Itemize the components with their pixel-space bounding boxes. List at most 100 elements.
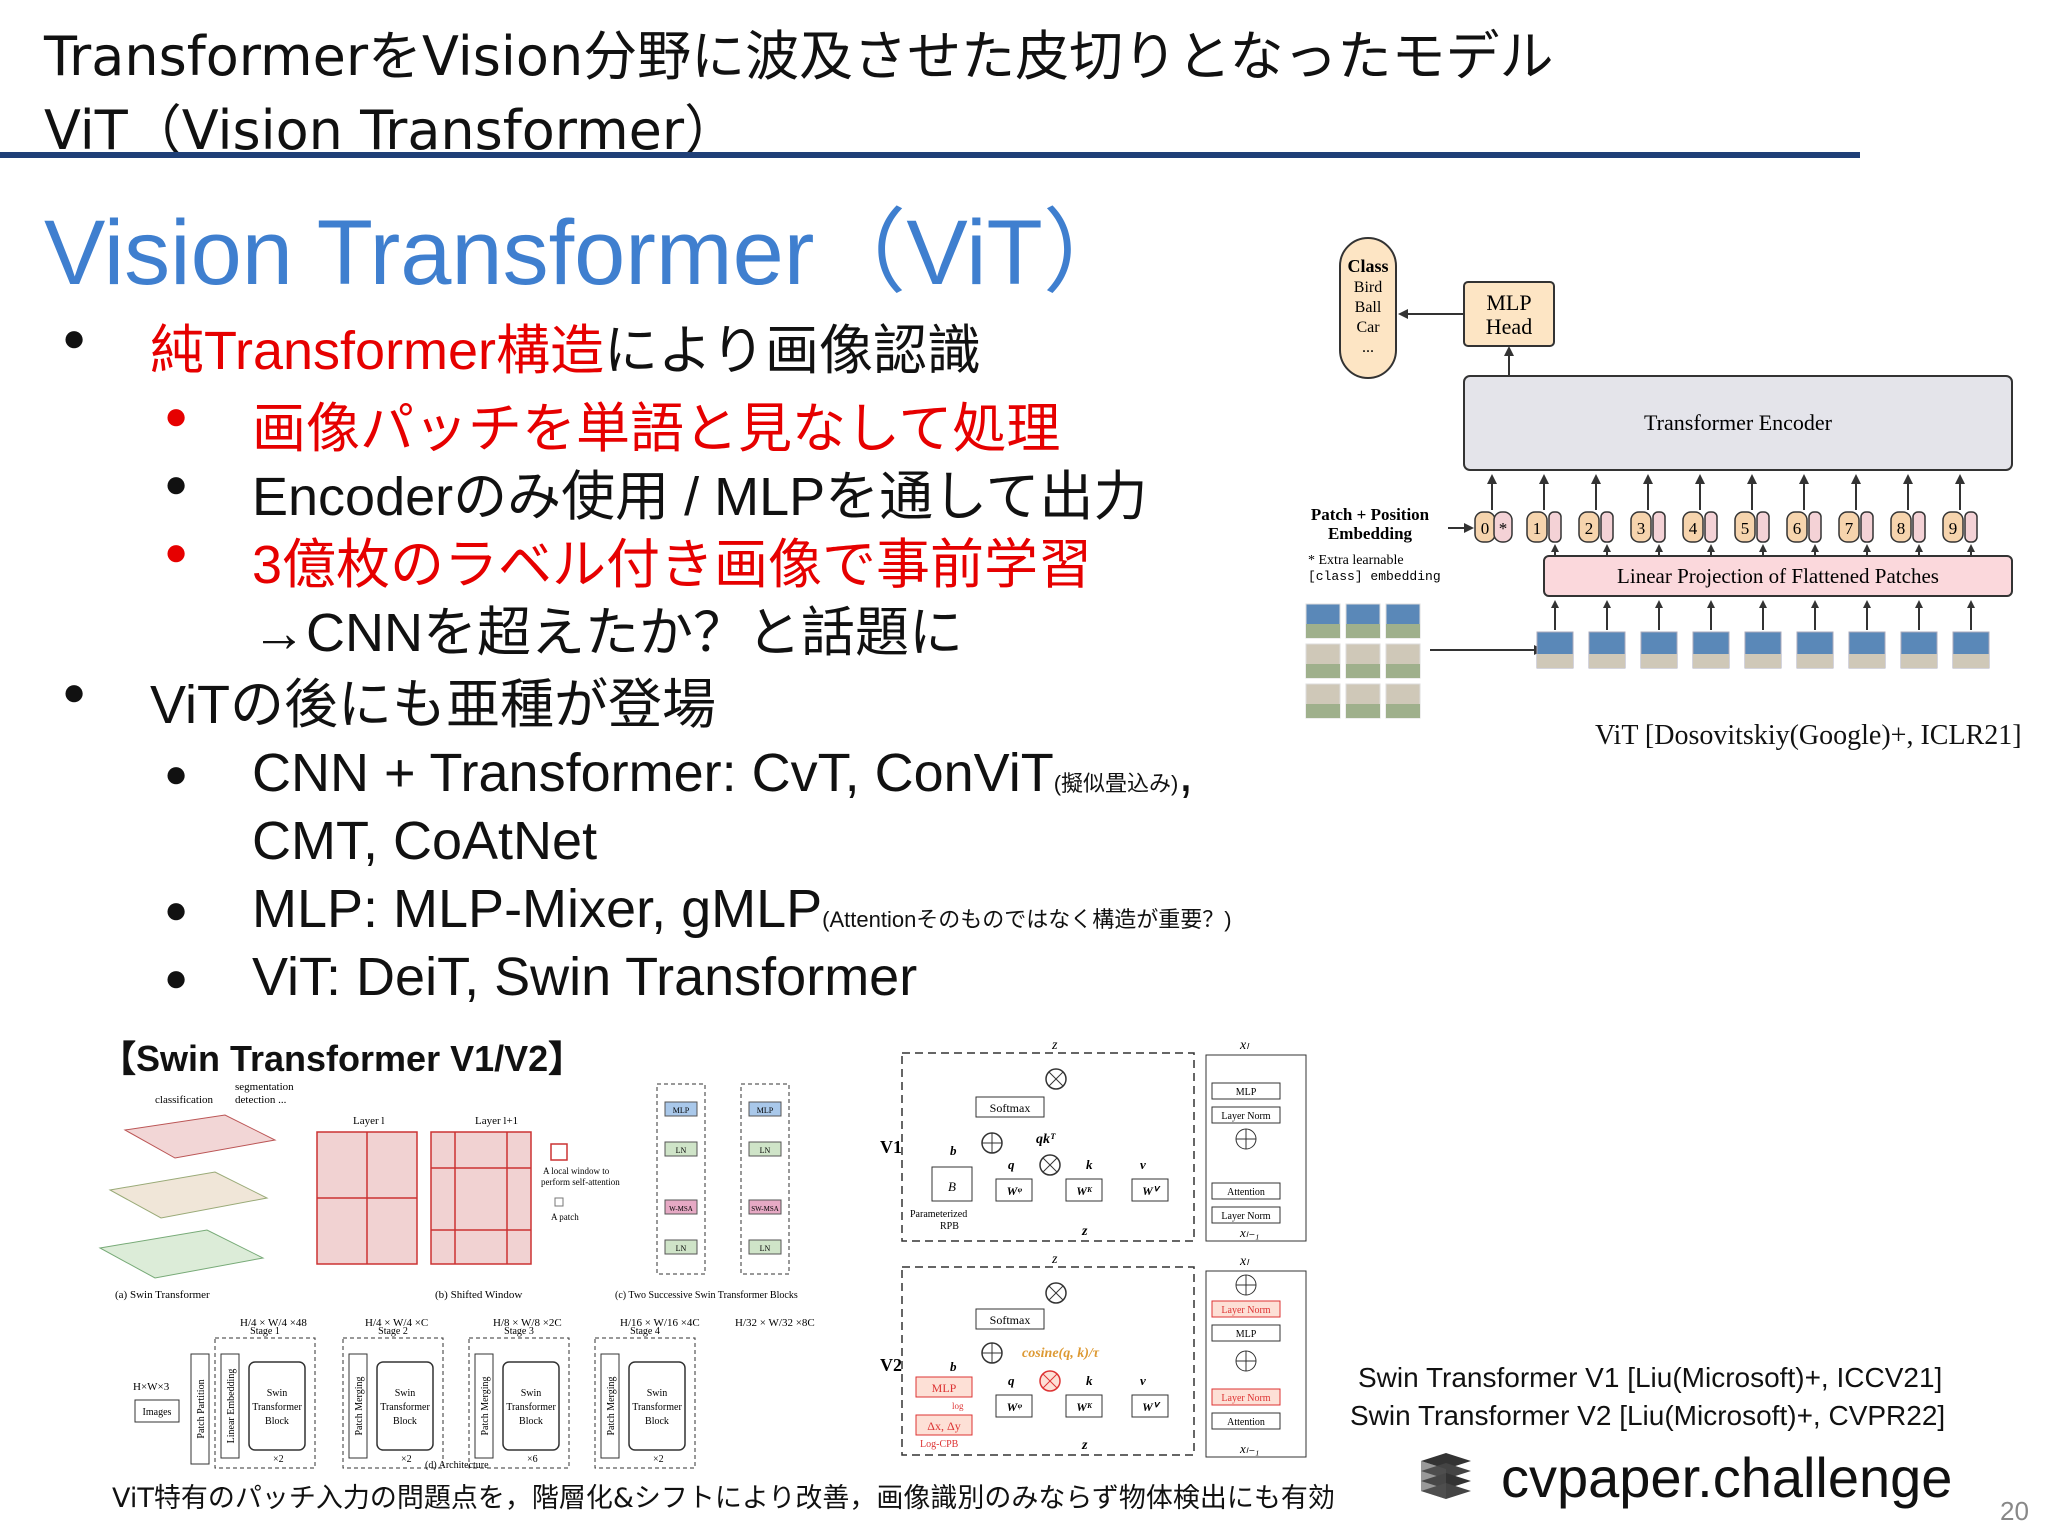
bullet-main: MLP: MLP-Mixer, gMLP — [252, 879, 823, 939]
swin-block-box — [502, 1361, 560, 1451]
patch-icon — [554, 1197, 564, 1207]
stage-label: Stage 2 — [378, 1326, 408, 1337]
bullet-text: 純Transformer構造により画像認識 — [150, 306, 981, 385]
softmax-box — [975, 1308, 1045, 1330]
position-embedding-token — [1838, 511, 1860, 543]
brand-name: cvpaper.challenge — [1501, 1446, 1953, 1509]
source-image-patch-ground — [1306, 704, 1340, 718]
z-label: z — [1081, 1224, 1088, 1239]
arrow-head — [1863, 600, 1871, 608]
cosine-label: cosine(q, k)/τ — [1022, 1346, 1100, 1361]
class-box — [1339, 237, 1397, 379]
fig-label: Layer l — [353, 1115, 384, 1127]
position-embedding-token — [1682, 511, 1704, 543]
bullet-dot: ● — [164, 888, 189, 932]
source-image-patch-ground — [1306, 624, 1340, 638]
swin-block-label: Block — [393, 1416, 417, 1427]
v-label: v — [1140, 1157, 1146, 1172]
position-embedding-token — [1630, 511, 1652, 543]
q-label: q — [1008, 1157, 1015, 1172]
attention-box — [1211, 1412, 1281, 1430]
token-index-label: 5 — [1741, 519, 1750, 538]
repeat-label: ×2 — [273, 1454, 284, 1465]
patch-merging-box — [348, 1353, 368, 1459]
wq-box — [995, 1394, 1033, 1418]
v1-block-outline — [1205, 1054, 1307, 1242]
repeat-label: ×2 — [653, 1454, 664, 1465]
projection-input-arrows — [1551, 544, 1975, 630]
bullet-text-rest: により画像認識 — [604, 321, 981, 381]
dim-label: H/32 × W/32 ×8C — [735, 1317, 815, 1329]
layer-norm-label: Layer Norm — [1221, 1111, 1270, 1122]
flattened-patches — [1536, 631, 1990, 669]
patch-embedding-token — [1756, 511, 1770, 543]
bullet-text: MLP: MLP-Mixer, gMLP(Attentionそのものではなく構造… — [252, 878, 1232, 940]
linear-projection-label: Linear Projection of Flattened Patches — [1617, 564, 1939, 588]
sub-bullet-pretraining: ● 3億枚のラベル付き画像で事前学習 — [164, 520, 1164, 595]
arrow-head — [1851, 474, 1861, 484]
image-patch-building — [1641, 654, 1677, 668]
fig-caption: (d) Architecture — [425, 1460, 489, 1470]
arrow-head — [1759, 600, 1767, 608]
ln-box — [664, 1239, 698, 1255]
source-image-patch-ground — [1386, 704, 1420, 718]
fig-label: perform self-attention — [541, 1177, 620, 1187]
multiply-stroke — [1042, 1157, 1058, 1173]
source-image-patch-ground — [1306, 664, 1340, 678]
attention-label: Attention — [1227, 1417, 1265, 1428]
bullet-text: CMT, CoAtNet — [252, 811, 598, 871]
wk-label: Wᴷ — [1076, 1400, 1093, 1414]
stage-label: Stage 1 — [250, 1326, 280, 1337]
dim-label: H/8 × W/8 ×2C — [493, 1317, 562, 1329]
arrow-head — [1655, 544, 1663, 552]
bullet-text: ViTの後にも亜種が登場 — [150, 675, 717, 735]
mlp-label: MLP — [1236, 1329, 1257, 1340]
token-index-label: 6 — [1793, 519, 1802, 538]
arrow-head — [1967, 600, 1975, 608]
patch-embedding-token — [1652, 511, 1666, 543]
arrow-head — [1915, 600, 1923, 608]
arrow-head — [1707, 600, 1715, 608]
layer-norm-label: Layer Norm — [1221, 1305, 1270, 1316]
bullet-main: CNN + Transformer: CvT, ConViT — [252, 743, 1054, 803]
v1-attention-block — [901, 1052, 1195, 1242]
slide-header-line1: TransformerをVision分野に波及させた皮切りとなったモデル — [44, 25, 1554, 88]
dim-label: H/16 × W/16 ×4C — [620, 1317, 700, 1329]
wq-label: Wᵠ — [1007, 1184, 1023, 1198]
swmsa-label: SW-MSA — [751, 1205, 779, 1213]
token-index-label: 8 — [1897, 519, 1906, 538]
image-patch-building — [1849, 654, 1885, 668]
arrow-head — [1603, 544, 1611, 552]
bullet-text: 画像パッチを単語と見なして処理 — [252, 399, 1061, 459]
bullet-dot: ● — [62, 316, 87, 360]
swin-block-box — [376, 1361, 434, 1451]
dim-label: H/4 × W/4 ×48 — [240, 1317, 307, 1329]
swin-block-label: Block — [265, 1416, 289, 1427]
patch-embedding-token — [1704, 511, 1718, 543]
sub-bullet-vit: ● ViT: DeiT, Swin Transformer — [164, 946, 1164, 1010]
token-index-label: 2 — [1585, 519, 1594, 538]
swin-block-label: Swin — [647, 1388, 668, 1399]
softmax-box — [975, 1096, 1045, 1118]
block-w-msa — [656, 1083, 706, 1275]
bullet-pure-transformer: ● 純Transformer構造により画像認識 — [62, 306, 1062, 381]
swin-block-label: Swin — [267, 1388, 288, 1399]
ln-label: LN — [760, 1146, 771, 1155]
position-embedding-token — [1786, 511, 1808, 543]
arrow-head — [1643, 474, 1653, 484]
qkt-label: qkᵀ — [1036, 1132, 1056, 1147]
bullet-dot: ● — [164, 752, 189, 796]
mlp-box — [1211, 1324, 1281, 1342]
swin-block-box — [628, 1361, 686, 1451]
class-item: Car — [1356, 319, 1380, 336]
arrow-head — [1551, 600, 1559, 608]
v2-block-outline — [1205, 1270, 1307, 1458]
images-label: Images — [143, 1407, 172, 1418]
arrow-head — [1863, 544, 1871, 552]
layer-norm-box — [1211, 1206, 1281, 1224]
extra-learnable-label: [class] embedding — [1308, 569, 1441, 584]
swin-architecture-figure: segmentation detection ... classificatio… — [98, 1081, 815, 1470]
wv-label: Wⱽ — [1142, 1400, 1161, 1414]
arrow-head — [1398, 309, 1408, 319]
arrow-head — [1967, 544, 1975, 552]
